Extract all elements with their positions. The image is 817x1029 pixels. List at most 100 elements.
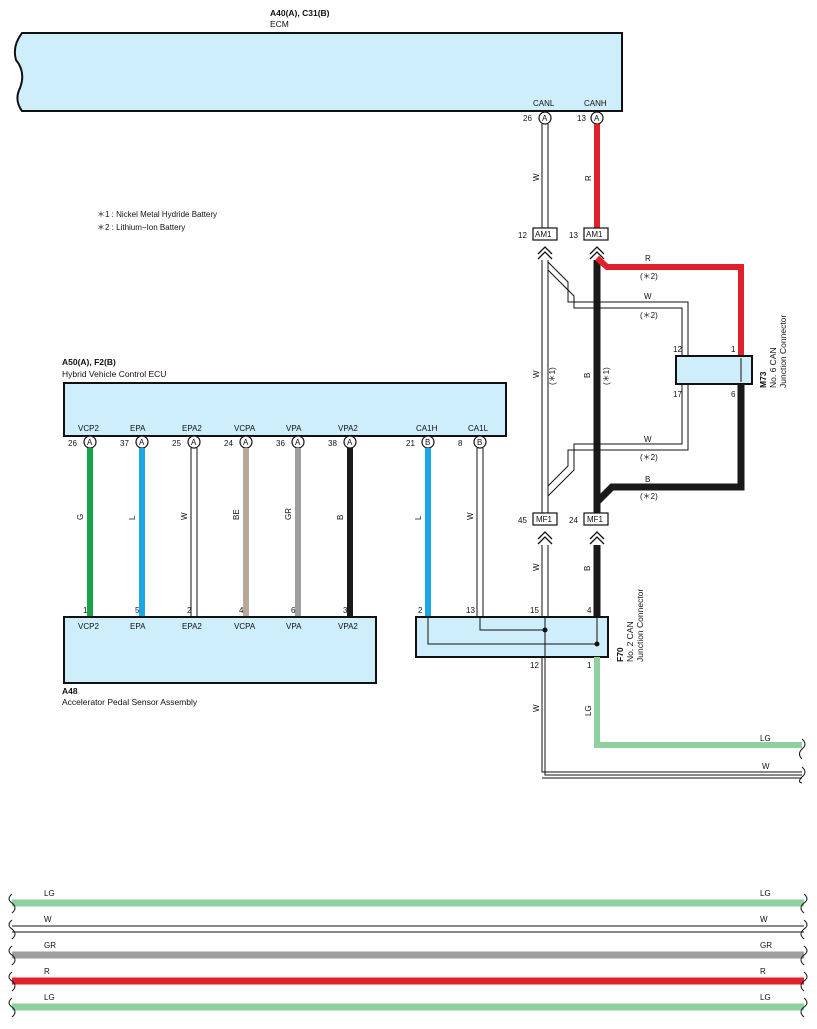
mf1-right-color: B xyxy=(583,566,592,571)
hv-pin-num-8: 8 xyxy=(458,439,463,448)
mid-right-color: B xyxy=(583,373,592,378)
sensor-ref: A48 xyxy=(62,686,78,696)
m73-pin-1: 1 xyxy=(731,345,736,354)
hv-pin-label-vcp2: VCP2 xyxy=(78,424,99,433)
wire-color-label: B xyxy=(336,515,345,520)
canh-wire-color: R xyxy=(584,175,593,181)
f70-ref: F70 xyxy=(615,647,625,662)
mf1-pin-24: 24 xyxy=(569,516,578,525)
ecm-conn-a-left xyxy=(538,111,552,125)
f70-pin-1: 1 xyxy=(587,661,592,670)
sensor-pin-num-2: 2 xyxy=(187,606,192,615)
hv-ecu-box xyxy=(63,382,507,437)
note-2: ＊2 : Lithium−Ion Battery xyxy=(97,223,185,232)
hv-pin-label-ca1h: CA1H xyxy=(416,424,438,433)
hv-pin-label-ca1l: CA1L xyxy=(468,424,489,433)
sensor-pin-label-vpa: VPA xyxy=(286,622,302,631)
hv-pin-num-25: 25 xyxy=(172,439,181,448)
hv-conn-letter: A xyxy=(87,438,93,447)
m73-name2: Junction Connector xyxy=(778,315,788,388)
hv-pin-label-vcpa: VCPA xyxy=(234,424,256,433)
ecm-box xyxy=(13,32,623,112)
hv-ecu-ref: A50(A), F2(B) xyxy=(62,357,116,367)
band-break-left xyxy=(8,919,16,940)
wire-color-label: G xyxy=(76,514,85,520)
sensor-name: Accelerator Pedal Sensor Assembly xyxy=(62,697,198,707)
m73-w2-note: (＊2) xyxy=(640,453,658,462)
hv-pin-num-24: 24 xyxy=(224,439,233,448)
band-break-left xyxy=(8,997,16,1018)
band-label-left: R xyxy=(44,967,50,976)
hv-pin-label-epa2: EPA2 xyxy=(182,424,202,433)
hv-pin-num-38: 38 xyxy=(328,439,337,448)
f70-left-color: W xyxy=(532,704,541,712)
m73-pin-6: 6 xyxy=(731,390,736,399)
f70-name1: No. 2 CAN xyxy=(625,621,635,662)
hv-conn-letter: A xyxy=(347,438,353,447)
out-lg-label: LG xyxy=(760,734,771,743)
ecm-conn-a-right-letter: A xyxy=(594,114,600,123)
hv-conn-letter: A xyxy=(191,438,197,447)
hv-conn-b xyxy=(473,435,487,449)
m73-pin-12: 12 xyxy=(673,345,682,354)
ecm-conn-a-left-letter: A xyxy=(542,114,548,123)
f70-box xyxy=(415,616,609,658)
sensor-box xyxy=(63,616,377,684)
mf1-left-label: MF1 xyxy=(536,515,553,524)
hv-conn-letter: B xyxy=(477,438,482,447)
mf1-pin-45: 45 xyxy=(518,516,527,525)
ecm-pin-num-13: 13 xyxy=(577,114,586,123)
f70-pin-2: 2 xyxy=(418,606,423,615)
f70-right-color: LG xyxy=(584,705,593,716)
hv-pin-label-vpa: VPA xyxy=(286,424,302,433)
m73-r-color: R xyxy=(645,254,651,263)
ecm-pin-num-26: 26 xyxy=(523,114,532,123)
ecm-ref: A40(A), C31(B) xyxy=(270,8,330,18)
am1-pin-12: 12 xyxy=(518,231,527,240)
canl-wire-color: W xyxy=(532,173,541,181)
hv-conn-letter: A xyxy=(295,438,301,447)
mid-note-left: (＊1) xyxy=(548,367,557,385)
ecm-pin-label-canl: CANL xyxy=(533,99,555,108)
am1-right-label: AM1 xyxy=(586,230,603,239)
band-label-right: LG xyxy=(760,993,771,1002)
band-label-left: LG xyxy=(44,889,55,898)
hv-pin-num-36: 36 xyxy=(276,439,285,448)
sensor-pin-num-5: 5 xyxy=(135,606,140,615)
f70-pin-13: 13 xyxy=(466,606,475,615)
ecm-pin-label-canh: CANH xyxy=(584,99,607,108)
band-break-left xyxy=(8,893,16,914)
am1-pin-13: 13 xyxy=(569,231,578,240)
m73-pin-17: 17 xyxy=(673,390,682,399)
note-1: ＊1 : Nickel Metal Hydride Battery xyxy=(97,210,217,219)
m73-box xyxy=(675,355,753,385)
mf1-right xyxy=(583,512,609,526)
hv-pin-num-37: 37 xyxy=(120,439,129,448)
wire-color-label: L xyxy=(414,515,423,520)
wire-color-label: GR xyxy=(284,508,293,520)
wire-color-label: W xyxy=(180,512,189,520)
band-label-left: GR xyxy=(44,941,56,950)
f70-pin-4: 4 xyxy=(587,606,592,615)
mf1-left xyxy=(532,512,558,526)
hv-conn-letter: A xyxy=(243,438,249,447)
band-label-left: LG xyxy=(44,993,55,1002)
wire-color-label: W xyxy=(466,512,475,520)
sensor-pin-label-epa2: EPA2 xyxy=(182,622,202,631)
mf1-right-label: MF1 xyxy=(587,515,604,524)
sensor-pin-label-vcpa: VCPA xyxy=(234,622,256,631)
mf1-left-color: W xyxy=(532,563,541,571)
m73-ref: M73 xyxy=(758,371,768,388)
sensor-pin-num-3: 3 xyxy=(343,606,348,615)
m73-w1-note: (＊2) xyxy=(640,311,658,320)
wire-color-label: L xyxy=(128,515,137,520)
f70-pin-12: 12 xyxy=(530,661,539,670)
hv-pin-label-epa: EPA xyxy=(130,424,146,433)
m73-w2-color: W xyxy=(644,435,652,444)
hv-pin-num-21: 21 xyxy=(406,439,415,448)
ecm-name: ECM xyxy=(270,19,289,29)
m73-r-note: (＊2) xyxy=(640,272,658,281)
hv-pin-num-26: 26 xyxy=(68,439,77,448)
am1-left xyxy=(532,227,558,241)
